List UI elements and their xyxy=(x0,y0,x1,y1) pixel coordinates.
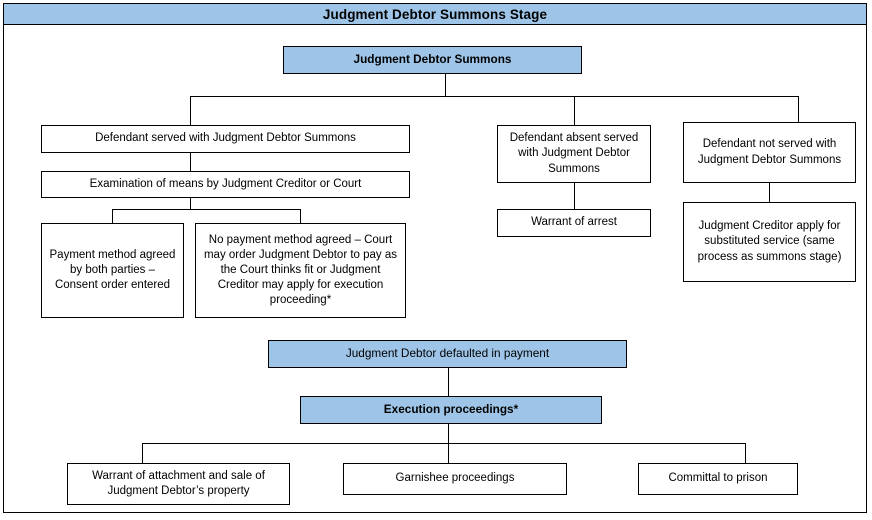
node-judgment-debtor-summons[interactable]: Judgment Debtor Summons xyxy=(283,46,582,74)
node-substituted-service[interactable]: Judgment Creditor apply for substituted … xyxy=(683,202,856,282)
connector-drop-warrant-attachment xyxy=(142,443,143,463)
connector-examination-bar xyxy=(112,209,301,210)
connector-drop-not-served xyxy=(798,96,799,122)
node-warrant-of-arrest[interactable]: Warrant of arrest xyxy=(497,209,651,237)
connector-absent-to-warrant xyxy=(574,183,575,209)
node-execution-proceedings[interactable]: Execution proceedings* xyxy=(300,396,602,424)
node-defendant-not-served[interactable]: Defendant not served with Judgment Debto… xyxy=(683,122,856,183)
connector-root-bar xyxy=(190,96,799,97)
connector-execution-bar xyxy=(142,443,746,444)
connector-defaulted-to-execution xyxy=(448,368,449,396)
connector-drop-absent xyxy=(574,96,575,125)
node-committal-to-prison[interactable]: Committal to prison xyxy=(638,463,798,495)
node-defendant-absent[interactable]: Defendant absent served with Judgment De… xyxy=(497,125,651,183)
connector-examination-stem xyxy=(190,198,191,209)
node-garnishee-proceedings[interactable]: Garnishee proceedings xyxy=(343,463,567,495)
node-warrant-of-attachment[interactable]: Warrant of attachment and sale of Judgme… xyxy=(67,463,290,505)
node-examination-of-means[interactable]: Examination of means by Judgment Credito… xyxy=(41,171,410,198)
connector-drop-no-payment xyxy=(300,209,301,223)
node-payment-method-agreed[interactable]: Payment method agreed by both parties – … xyxy=(41,223,184,318)
connector-drop-served xyxy=(190,96,191,125)
diagram-title: Judgment Debtor Summons Stage xyxy=(3,3,867,25)
connector-drop-payment-agreed xyxy=(112,209,113,223)
connector-not-served-to-substituted xyxy=(769,183,770,202)
node-no-payment-method-agreed[interactable]: No payment method agreed – Court may ord… xyxy=(195,223,406,318)
node-judgment-debtor-defaulted[interactable]: Judgment Debtor defaulted in payment xyxy=(268,340,627,368)
connector-drop-committal xyxy=(745,443,746,463)
node-defendant-served[interactable]: Defendant served with Judgment Debtor Su… xyxy=(41,125,410,153)
connector-root-stem xyxy=(445,74,446,96)
connector-served-to-examination xyxy=(190,153,191,171)
